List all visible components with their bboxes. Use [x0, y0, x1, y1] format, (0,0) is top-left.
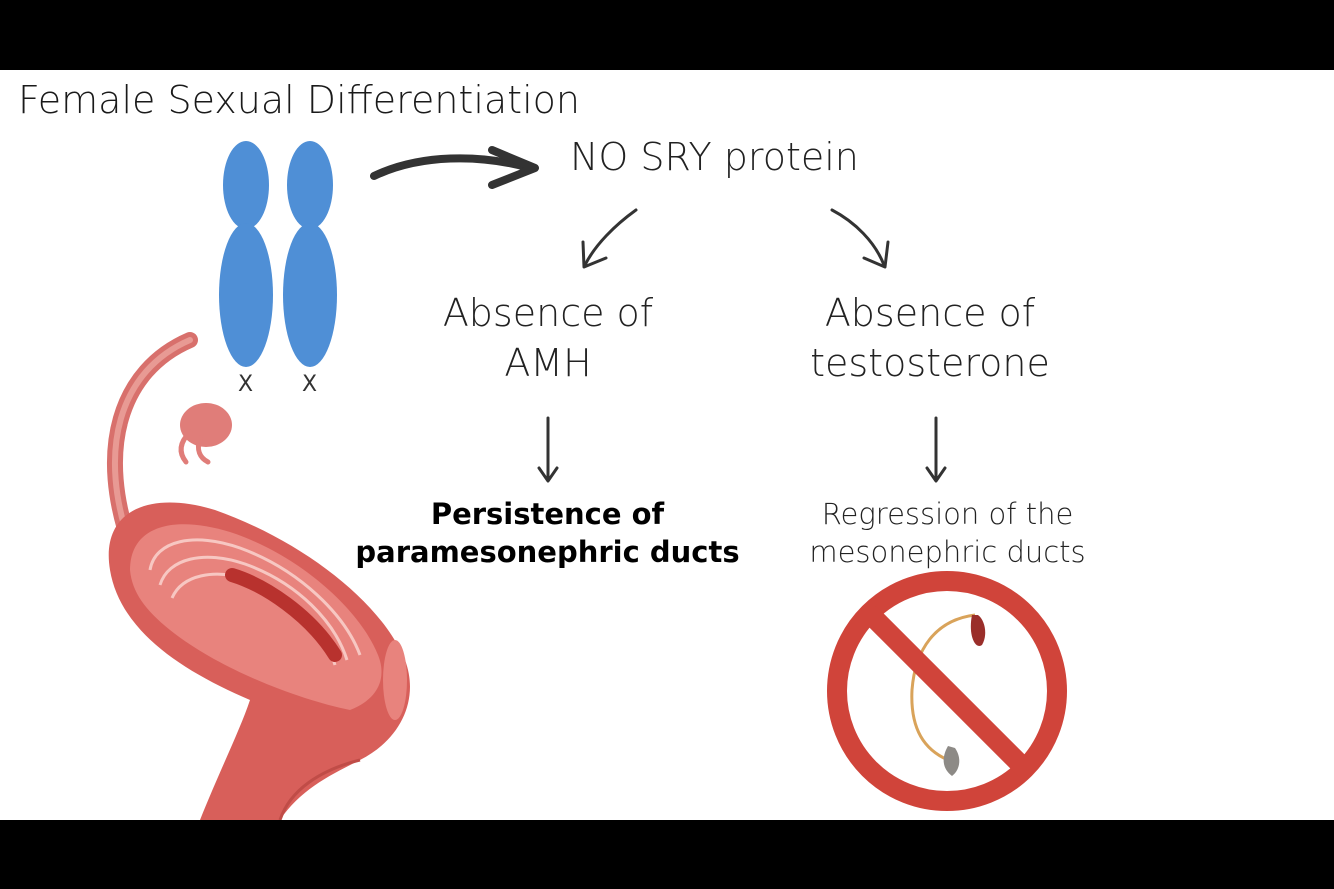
- arrow-to-sry-icon: [370, 146, 539, 189]
- persist-line2: paramesonephric ducts: [355, 535, 740, 569]
- down-arrow-right-icon: [925, 416, 947, 483]
- chromosome-label-left: X: [238, 372, 254, 397]
- slide: Female Sexual Differentiation X X NO SRY…: [0, 70, 1334, 820]
- persist-line1: Persistence of: [430, 497, 665, 531]
- x-chromosome-right: [283, 141, 337, 367]
- regress-line2: mesonephric ducts: [809, 535, 1086, 569]
- chromosome-label-right: X: [302, 372, 318, 397]
- testosterone-absence-label: Absence of testosterone: [790, 288, 1070, 388]
- diagram-graphics: [107, 141, 1067, 820]
- amh-absence-label: Absence of AMH: [418, 288, 678, 388]
- letterbox-top: [0, 0, 1334, 70]
- regress-line1: Regression of the: [821, 497, 1074, 531]
- mesonephric-regression-label: Regression of the mesonephric ducts: [780, 495, 1115, 571]
- testosterone-line2: testosterone: [810, 341, 1050, 385]
- slide-title: Female Sexual Differentiation: [18, 78, 580, 122]
- uterus-icon: [107, 332, 410, 820]
- testosterone-line1: Absence of: [824, 291, 1036, 335]
- sry-label: NO SRY protein: [570, 135, 859, 179]
- branch-arrow-right-icon: [830, 208, 890, 269]
- down-arrow-left-icon: [537, 416, 559, 483]
- branch-arrow-left-icon: [581, 208, 638, 269]
- prohibition-sign-icon: [827, 571, 1067, 811]
- amh-line2: AMH: [504, 341, 592, 385]
- x-chromosome-left: [219, 141, 273, 367]
- amh-line1: Absence of: [442, 291, 654, 335]
- paramesonephric-persistence-label: Persistence of paramesonephric ducts: [340, 495, 755, 571]
- letterbox-bottom: [0, 820, 1334, 889]
